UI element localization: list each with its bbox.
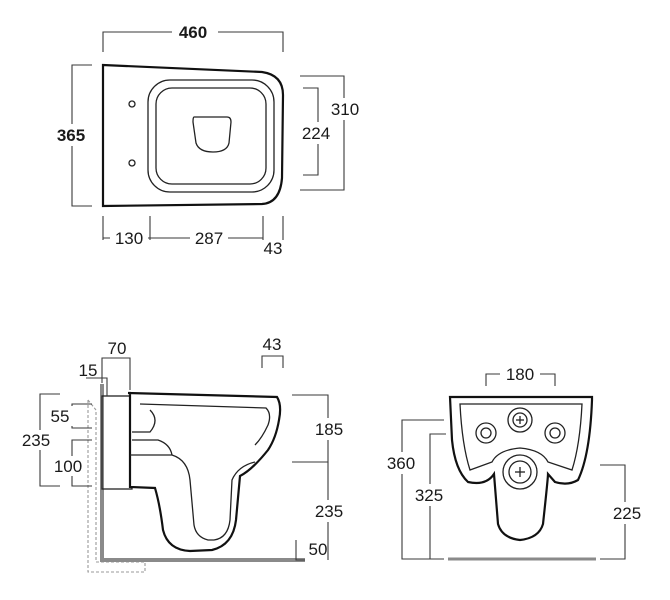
back-view-inner — [459, 403, 583, 471]
side-view-trap — [130, 454, 256, 541]
dim-130-label: 130 — [115, 229, 143, 248]
dim-365-label: 365 — [57, 126, 85, 145]
dim-310-label: 310 — [331, 100, 359, 119]
back-view-boss-left — [475, 422, 497, 444]
side-view-pan-outline — [127, 391, 282, 553]
dim-50-label: 50 — [309, 540, 328, 559]
dim-43-side-label: 43 — [263, 335, 282, 354]
top-view: 460 365 310 224 130 287 43 — [54, 22, 364, 258]
dim-50-line — [295, 540, 305, 561]
dim-235-left-label: 235 — [22, 431, 50, 450]
dim-43-side-line — [261, 355, 284, 368]
back-view-inlet — [507, 407, 533, 433]
dim-224-label: 224 — [302, 124, 330, 143]
dim-15-line — [86, 377, 108, 396]
back-view-boss-right — [544, 422, 566, 444]
dim-55-label: 55 — [51, 407, 70, 426]
top-view-fixing-hole-upper — [128, 100, 136, 108]
dim-185-label: 185 — [315, 420, 343, 439]
back-view-outline — [448, 395, 594, 542]
dim-310-line — [300, 75, 345, 191]
dim-70-line — [101, 357, 131, 390]
back-view-outlet — [502, 454, 538, 490]
dim-180-label: 180 — [506, 365, 534, 384]
dim-360-line — [401, 419, 444, 560]
dim-325-label: 325 — [415, 486, 443, 505]
dim-43-top-label: 43 — [264, 239, 283, 258]
top-view-outline — [101, 63, 285, 208]
dim-235-right-label: 235 — [315, 502, 343, 521]
back-view: 180 360 325 225 — [382, 364, 648, 561]
dim-15-label: 15 — [79, 361, 98, 380]
dim-360-label: 360 — [387, 454, 415, 473]
dim-225-label: 225 — [613, 504, 641, 523]
top-view-fixing-hole-lower — [128, 159, 136, 167]
dim-325-line — [429, 433, 446, 559]
dim-70-label: 70 — [108, 339, 127, 358]
side-view-mounting-plate — [101, 395, 133, 490]
top-view-bowl-opening — [192, 116, 232, 153]
side-view-inner-rim — [139, 403, 271, 446]
dim-460-label: 460 — [179, 23, 207, 42]
top-view-rim — [147, 79, 275, 193]
top-view-seat — [155, 87, 267, 185]
dim-287-label: 287 — [195, 229, 223, 248]
dim-100-label: 100 — [54, 457, 82, 476]
dim-55-line — [71, 403, 92, 429]
side-view: 70 15 43 55 235 100 185 235 50 — [18, 335, 350, 573]
